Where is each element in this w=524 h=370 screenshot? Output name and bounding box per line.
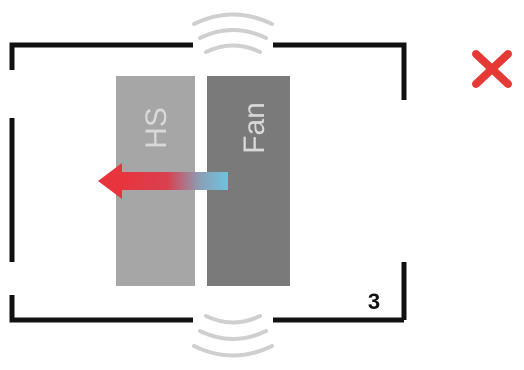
bottom-sound-waves — [192, 314, 274, 358]
cross-mark-icon — [472, 50, 512, 88]
heatsink-label: HS — [140, 107, 173, 149]
wave-bottom-2 — [198, 329, 268, 341]
airflow-arrow-head — [98, 163, 122, 199]
wave-top-1 — [192, 12, 274, 26]
frame-top-right — [273, 42, 407, 100]
fan-label: Fan — [238, 102, 271, 154]
panel-number: 3 — [368, 289, 380, 314]
frame-bottom-left — [9, 295, 193, 323]
wave-bottom-3 — [192, 344, 274, 358]
enclosure-frame — [9, 42, 407, 323]
wave-bottom-1 — [204, 314, 262, 325]
top-sound-waves — [192, 12, 274, 54]
airflow-arrow-shaft — [118, 172, 228, 190]
wave-top-2 — [198, 28, 268, 40]
wave-top-3 — [204, 43, 262, 54]
airflow-arrow — [98, 163, 228, 199]
frame-top-left — [9, 42, 193, 70]
